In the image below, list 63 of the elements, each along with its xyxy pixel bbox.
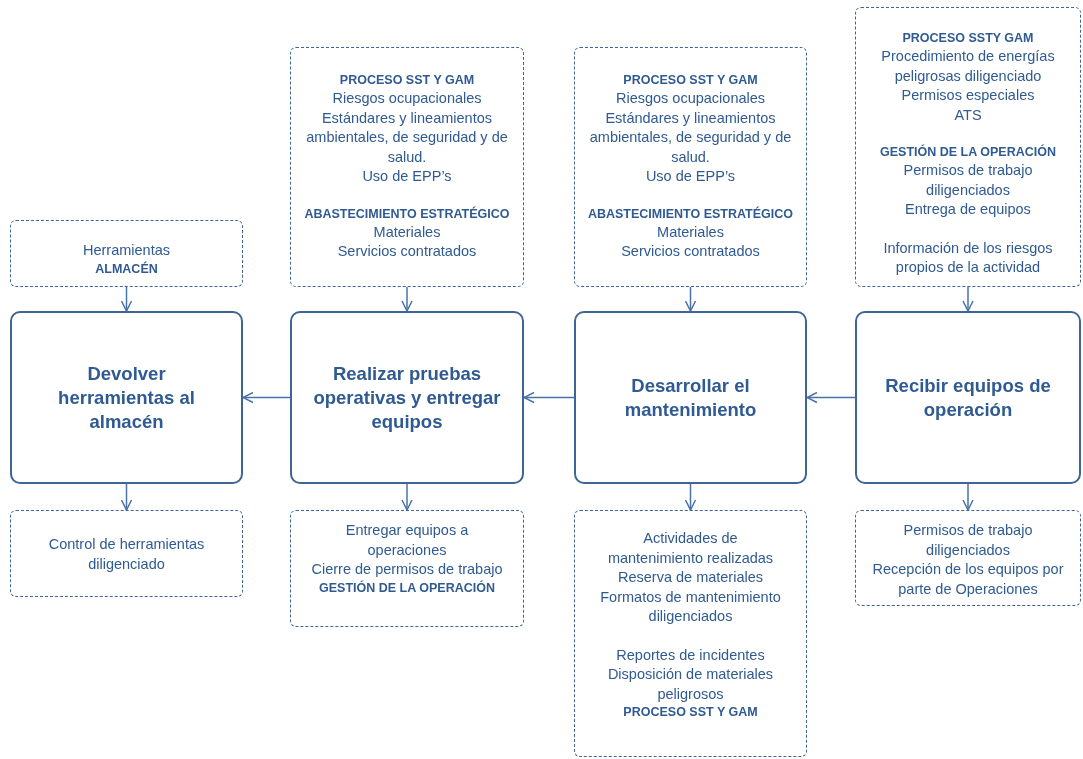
dashed-note-box (574, 47, 807, 287)
note-text: Riesgos ocupacionales (331, 89, 483, 108)
note-text: Entrega de equipos (904, 200, 1032, 219)
note-text: Materiales (372, 222, 442, 242)
note-text: Estándares y lineamientos ambientales, de seguridad y de salud. (588, 108, 793, 167)
arrow (401, 483, 413, 511)
dashed-note-box (855, 7, 1081, 287)
note-text: Herramientas (82, 241, 171, 260)
arrow (120, 483, 133, 511)
note-text: Riesgos ocupacionales (614, 89, 767, 108)
note-text: Estándares y lineamientos ambientales, de seguridad y de salud. (305, 108, 509, 167)
arrow (962, 483, 974, 511)
note-text: Cierre de permisos de trabajo (310, 560, 504, 579)
dashed-note-box (290, 510, 524, 627)
section-heading: PROCESO SSTY GAM (901, 30, 1035, 47)
note-text: Disposición de materiales peligrosos (606, 665, 775, 704)
note-text: Uso de EPP’s (644, 167, 737, 186)
process-box (855, 311, 1081, 484)
note-text: Entregar equipos a operaciones (344, 521, 470, 560)
note-text: ATS (953, 105, 983, 125)
dashed-note-box (10, 510, 243, 597)
arrow (242, 391, 291, 404)
note-text: Permisos de trabajo diligenciados (902, 161, 1034, 200)
arrow (962, 286, 974, 312)
section-heading: ABASTECIMIENTO ESTRATÉGICO (303, 205, 511, 223)
note-text: Recepción de los equipos por parte de Operaciones (871, 560, 1065, 599)
dashed-note-box (574, 510, 807, 757)
note-text: Materiales (656, 222, 725, 242)
dashed-note-box (10, 220, 243, 287)
note-text: Actividades de mantenimiento realizadas (606, 529, 775, 568)
process-box (10, 311, 243, 484)
process-label: Realizar pruebas operativas y entregar equipos (312, 361, 502, 434)
note-text: Permisos de trabajo diligenciados (902, 521, 1034, 560)
dashed-note-box (290, 47, 524, 287)
arrow (684, 483, 697, 511)
process-box (290, 311, 524, 484)
process-label: Devolver herramientas al almacén (57, 361, 196, 434)
section-heading: GESTIÓN DE LA OPERACIÓN (879, 144, 1057, 161)
note-text: Permisos especiales (900, 86, 1036, 105)
arrow (806, 391, 856, 404)
section-heading: PROCESO SST Y GAM (622, 72, 759, 89)
process-box (574, 311, 807, 484)
note-text: Uso de EPP’s (361, 167, 453, 186)
arrow (120, 286, 133, 312)
note-text: Servicios contratados (336, 242, 478, 261)
note-text: Procedimiento de energías peligrosas diligenciado (880, 47, 1056, 86)
arrow (684, 286, 697, 312)
arrow (401, 286, 413, 312)
note-text: Reserva de materiales (616, 568, 765, 587)
arrow (523, 391, 575, 404)
section-heading: PROCESO SST Y GAM (338, 72, 476, 89)
process-label: Desarrollar el mantenimiento (623, 373, 758, 422)
note-text: Reportes de incidentes (615, 645, 766, 665)
note-text: Formatos de mantenimiento diligenciados (599, 587, 782, 626)
section-heading: ALMACÉN (94, 260, 159, 278)
section-heading: PROCESO SST Y GAM (622, 704, 759, 721)
section-heading: ABASTECIMIENTO ESTRATÉGICO (586, 205, 795, 223)
process-label: Recibir equipos de operación (884, 373, 1052, 422)
note-text: Control de herramientas diligenciado (47, 535, 206, 574)
note-text: Servicios contratados (620, 242, 761, 261)
dashed-note-box (855, 510, 1081, 606)
section-heading: GESTIÓN DE LA OPERACIÓN (318, 579, 496, 597)
note-text: Información de los riesgos propios de la actividad (882, 238, 1054, 277)
